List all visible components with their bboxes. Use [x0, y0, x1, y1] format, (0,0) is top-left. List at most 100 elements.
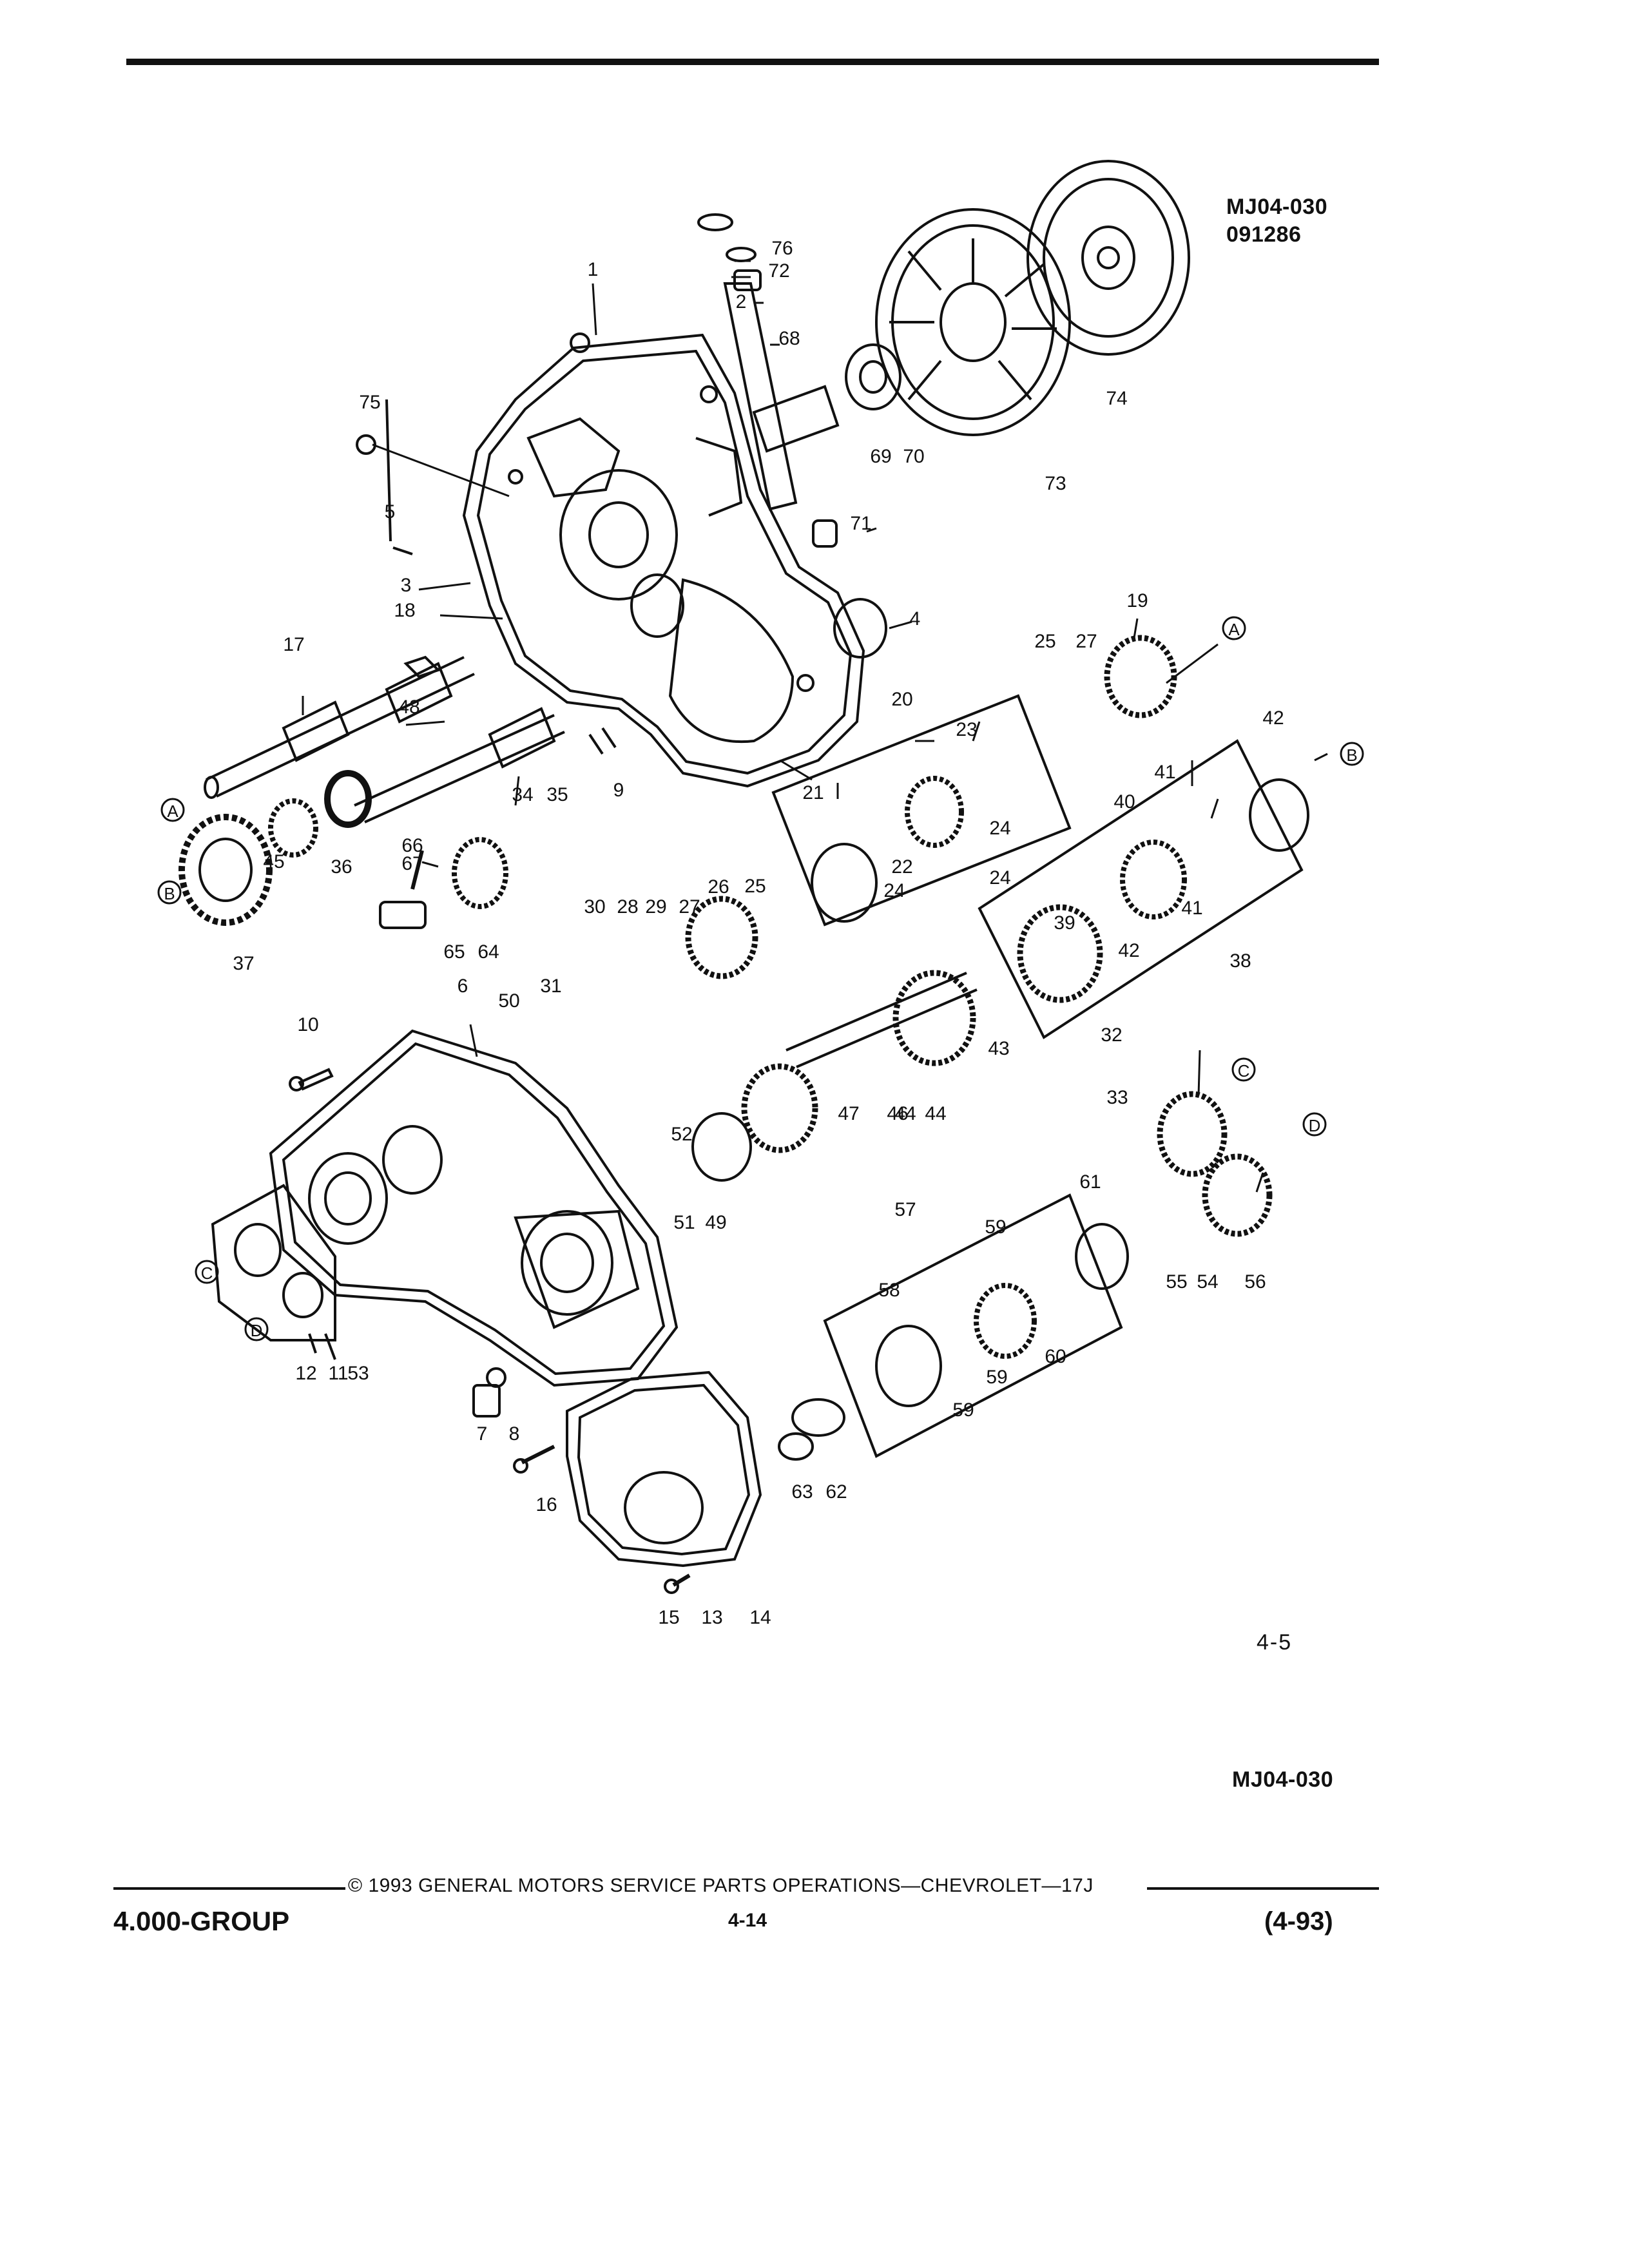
footer-rule-left	[113, 1887, 345, 1890]
callout-59: 59	[985, 1216, 1006, 1238]
callout-29: 29	[645, 896, 666, 918]
gear-19	[1104, 635, 1177, 718]
callout-2: 2	[736, 291, 747, 312]
extension-housing	[566, 1370, 762, 1568]
gear-31	[1157, 1091, 1228, 1177]
gear-56	[875, 1325, 942, 1407]
callout-22: 22	[891, 856, 912, 878]
callout-74: 74	[1106, 388, 1127, 409]
callout-25: 25	[744, 876, 766, 897]
callout-55: 55	[1166, 1271, 1187, 1293]
callout-24: 24	[989, 867, 1010, 889]
gear-43	[892, 970, 976, 1066]
connector-b: B	[1346, 745, 1357, 765]
callout-11: 11	[328, 1363, 348, 1384]
callout-51: 51	[673, 1212, 695, 1233]
callout-9: 9	[613, 780, 624, 801]
callout-17: 17	[283, 634, 304, 655]
oil-seal	[833, 598, 887, 658]
callout-42: 42	[1262, 707, 1284, 729]
bearing-35	[324, 770, 372, 828]
callout-54: 54	[1197, 1271, 1218, 1293]
callout-40: 40	[1113, 791, 1135, 812]
callout-24: 24	[989, 818, 1010, 839]
gear-21	[811, 843, 878, 923]
connector-c: C	[1238, 1061, 1250, 1081]
callout-18: 18	[394, 600, 415, 621]
callout-26: 26	[708, 876, 729, 898]
callout-72: 72	[768, 260, 789, 282]
ring-60	[1075, 1223, 1129, 1290]
connector-a: A	[167, 802, 178, 821]
callout-43: 43	[988, 1038, 1009, 1059]
callout-42: 42	[1118, 940, 1139, 961]
callout-62: 62	[825, 1481, 847, 1503]
ring-42-upper	[1249, 778, 1309, 852]
callout-27: 27	[679, 896, 700, 918]
case-cover-plate	[211, 1184, 336, 1341]
callout-34: 34	[512, 784, 533, 805]
release-bearing	[845, 343, 901, 410]
gear-46	[741, 1063, 818, 1153]
group-box-55	[823, 1193, 1123, 1458]
hub-57	[974, 1283, 1037, 1359]
callout-41: 41	[1154, 762, 1175, 783]
callout-50: 50	[498, 990, 519, 1012]
transmission-case	[269, 1029, 679, 1387]
callout-3: 3	[401, 575, 412, 596]
gear-54	[1202, 1153, 1273, 1237]
callout-45: 45	[263, 851, 284, 872]
callout-16: 16	[535, 1494, 557, 1515]
footer-copyright: © 1993 GENERAL MOTORS SERVICE PARTS OPER…	[348, 1875, 1094, 1896]
washer-61	[791, 1398, 845, 1437]
release-fork	[697, 213, 840, 548]
callout-70: 70	[903, 446, 924, 467]
callout-66: 66	[401, 835, 423, 856]
callout-6: 6	[458, 975, 468, 997]
callout-38: 38	[1229, 950, 1251, 972]
footer-page: 4-14	[728, 1910, 767, 1931]
callout-28: 28	[617, 896, 638, 918]
group-box-37	[978, 739, 1304, 1039]
callout-68: 68	[778, 328, 800, 349]
callout-59: 59	[986, 1367, 1007, 1388]
callout-13: 13	[701, 1607, 722, 1628]
clutch-cover	[875, 208, 1071, 436]
callout-24: 24	[883, 880, 905, 901]
callout-71: 71	[850, 513, 871, 534]
callout-20: 20	[891, 689, 912, 710]
callout-69: 69	[870, 446, 891, 467]
leader-lines	[302, 260, 1328, 1193]
callout-21: 21	[802, 782, 824, 803]
diagram-code: MJ04-030	[1226, 195, 1328, 219]
clutch-disc	[1027, 160, 1190, 356]
callout-27: 27	[1075, 631, 1097, 652]
callout-8: 8	[509, 1423, 520, 1445]
callout-1: 1	[588, 259, 599, 280]
countershaft	[354, 707, 565, 823]
callout-23: 23	[956, 719, 977, 740]
callout-58: 58	[878, 1280, 900, 1301]
footer-rule-right	[1147, 1887, 1379, 1890]
callout-48: 48	[398, 697, 419, 718]
connector-a: A	[1228, 620, 1240, 639]
callout-30: 30	[584, 896, 605, 918]
callout-5: 5	[385, 501, 396, 523]
callout-49: 49	[705, 1212, 726, 1233]
callout-36: 36	[331, 856, 352, 878]
callout-19: 19	[1126, 590, 1148, 611]
gear-36	[178, 814, 273, 926]
callout-46: 46	[887, 1103, 908, 1124]
callout-57: 57	[894, 1199, 916, 1220]
connector-d: D	[1309, 1116, 1321, 1135]
small-hardware	[289, 399, 691, 1594]
callout-39: 39	[1054, 912, 1075, 934]
callout-61: 61	[1079, 1171, 1101, 1193]
callout-7: 7	[477, 1423, 488, 1445]
group-box-20	[771, 694, 1072, 927]
callout-56: 56	[1244, 1271, 1266, 1293]
bottom-diagram-code: MJ04-030	[1232, 1767, 1334, 1792]
